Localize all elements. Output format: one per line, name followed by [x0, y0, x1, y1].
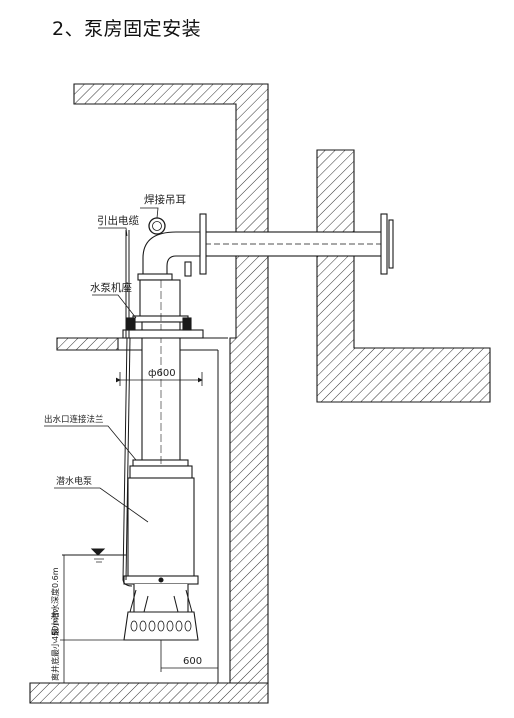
submersible-pump-body: [123, 465, 199, 641]
label-cable-out: 引出电缆: [97, 214, 139, 227]
label-min-submergence: 最小潜水深度0.6m: [50, 567, 60, 636]
riser-pipe: [132, 279, 189, 640]
page-title: 2、泵房固定安装: [52, 18, 202, 40]
lifting-lug-icon: [148, 217, 166, 235]
label-min-clearance: 离井底最小450mm: [50, 610, 60, 681]
strainer-holes: [130, 620, 192, 632]
dimension-lines: [60, 372, 218, 684]
label-outlet-flange: 出水口连接法兰: [44, 414, 104, 425]
label-submersible-pump: 潜水电泵: [56, 475, 92, 487]
pump-base: [122, 317, 204, 339]
building-walls: [29, 83, 491, 704]
pump-legs: [129, 589, 193, 613]
label-diameter: ф600: [148, 368, 176, 379]
discharge-pipe: [199, 213, 394, 275]
pipe-elbow: [137, 231, 201, 283]
label-pump-base: 水泵机座: [90, 281, 132, 294]
label-lifting-lug: 焊接吊耳: [144, 193, 186, 206]
water-level: [62, 548, 126, 563]
leader-lines: [44, 207, 159, 523]
label-wall-distance: 600: [183, 656, 202, 667]
